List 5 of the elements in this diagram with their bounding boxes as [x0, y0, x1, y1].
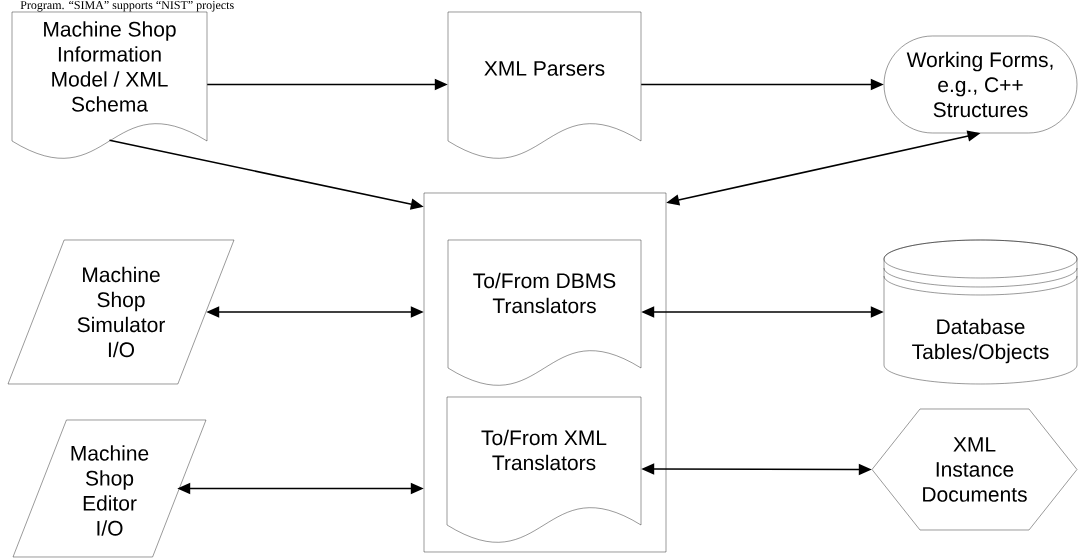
- input-output-parallelogram: Machine Shop Simulator I/O: [7, 239, 235, 385]
- input-output-parallelogram: Machine Shop Editor I/O: [12, 419, 207, 558]
- display-hexagon: XML Instance Documents: [871, 408, 1078, 531]
- text-line: Program. “SIMA” supports “NIST” projects: [20, 1, 234, 12]
- database-cylinder: Database Tables/Objects: [883, 239, 1078, 385]
